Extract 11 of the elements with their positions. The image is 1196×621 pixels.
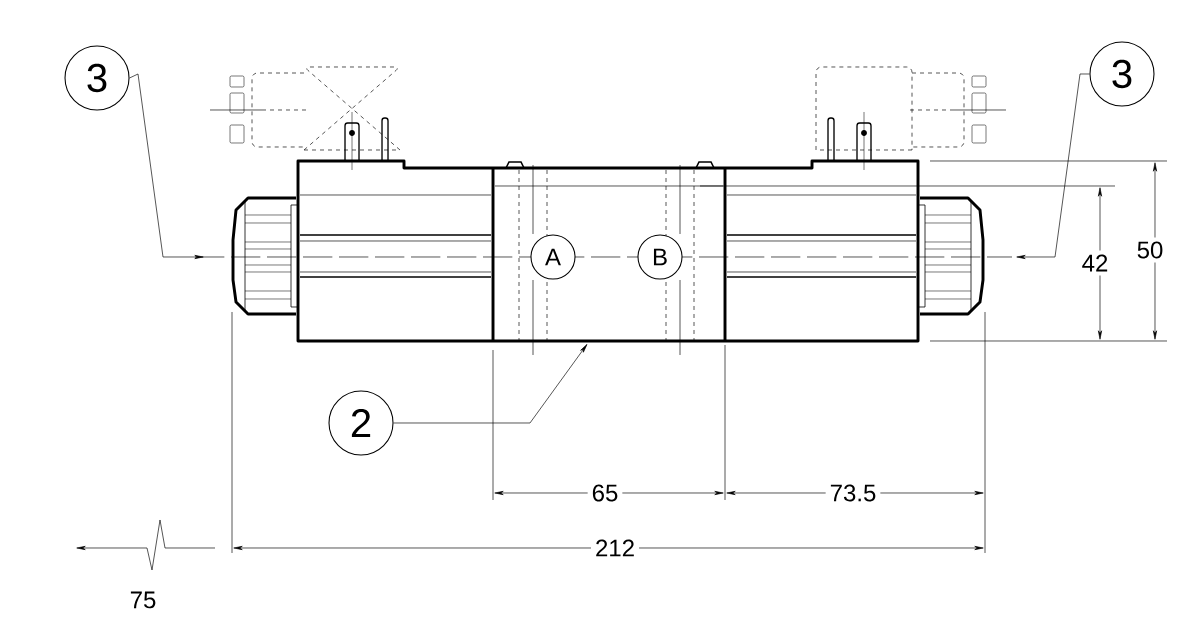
leader-line <box>129 73 204 259</box>
leader-line <box>1016 73 1090 259</box>
dimension-value: 65 <box>587 480 623 506</box>
dimension-value: 75 <box>130 591 156 609</box>
port-label: B <box>637 234 683 280</box>
port-label: A <box>530 234 576 280</box>
dimension-value: 50 <box>1132 237 1168 263</box>
dimension-value: 212 <box>591 535 640 561</box>
leader-line <box>393 344 588 424</box>
dimension-value: 73.5 <box>825 480 881 506</box>
dimension-value: 42 <box>1077 250 1113 276</box>
